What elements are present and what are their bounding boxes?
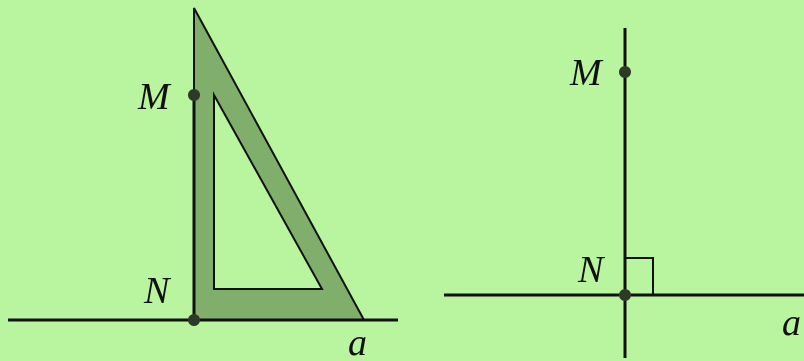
- label-n-left: N: [143, 270, 172, 312]
- point-n-right: [619, 289, 631, 301]
- label-a-left: a: [348, 322, 367, 361]
- point-n-left: [188, 314, 200, 326]
- left-figure: M N a: [8, 7, 398, 361]
- label-n-right: N: [577, 249, 606, 291]
- set-square: [193, 7, 366, 321]
- label-m-right: M: [569, 52, 604, 94]
- point-m-right: [619, 66, 631, 78]
- label-m-left: M: [137, 76, 172, 118]
- right-angle-mark: [625, 257, 654, 295]
- point-m-left: [188, 89, 200, 101]
- right-figure: M N a: [444, 28, 804, 358]
- label-a-right: a: [782, 302, 801, 344]
